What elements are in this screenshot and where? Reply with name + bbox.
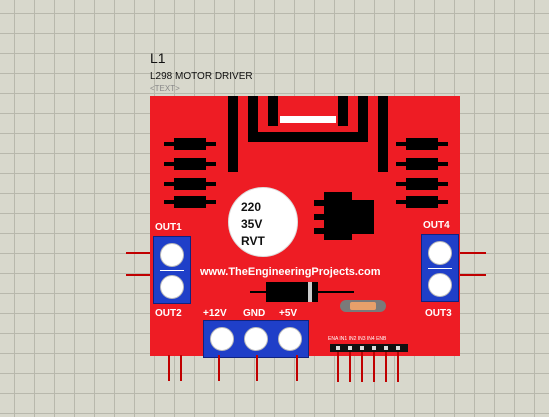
right-diodes-icon — [396, 138, 448, 208]
website-text: www.TheEngineeringProjects.com — [200, 266, 381, 278]
pin-enb[interactable] — [397, 352, 399, 382]
pin-ena[interactable] — [337, 352, 339, 382]
terminal-divider — [160, 270, 184, 271]
pin-out1-wire[interactable] — [126, 252, 152, 254]
pin-v12-wire[interactable] — [218, 355, 220, 381]
pin-in3[interactable] — [373, 352, 375, 382]
heatsink-icon — [228, 96, 388, 172]
out4-screw[interactable] — [428, 241, 452, 265]
out2-label: OUT2 — [155, 308, 182, 319]
v5-screw[interactable] — [278, 327, 302, 351]
power-terminal-block[interactable] — [203, 320, 309, 358]
l298-motor-driver-board[interactable] — [150, 96, 460, 356]
out1-out2-terminal-block[interactable] — [153, 236, 191, 304]
capacitor-line-1: 220 — [241, 200, 262, 214]
v12-screw[interactable] — [210, 327, 234, 351]
left-diodes-icon — [164, 138, 216, 208]
gnd-label: GND — [243, 308, 266, 319]
capacitor-line-3: RVT — [241, 234, 265, 248]
pin-left-wire-b[interactable] — [180, 355, 182, 381]
control-header-label: ENA IN1 IN2 IN3 IN4 ENB — [328, 336, 387, 342]
pin-out3-wire[interactable] — [458, 274, 486, 276]
component-value-label[interactable]: L298 MOTOR DRIVER — [150, 71, 253, 82]
component-text-placeholder[interactable]: <TEXT> — [150, 84, 180, 93]
pin-in2[interactable] — [361, 352, 363, 382]
terminal-divider — [428, 268, 452, 269]
capacitor-line-2: 35V — [241, 217, 263, 231]
capacitor: 220 35V RVT — [228, 187, 298, 257]
out2-screw[interactable] — [160, 275, 184, 299]
pin-in1[interactable] — [349, 352, 351, 382]
out3-label: OUT3 — [425, 308, 452, 319]
out1-label: OUT1 — [155, 222, 182, 233]
pin-v5-wire[interactable] — [296, 355, 298, 381]
v12-label: +12V — [203, 308, 227, 319]
voltage-regulator-icon — [314, 192, 374, 240]
gnd-screw[interactable] — [244, 327, 268, 351]
pin-out4-wire[interactable] — [458, 252, 486, 254]
out4-label: OUT4 — [423, 220, 450, 231]
pin-gnd-wire[interactable] — [256, 355, 258, 381]
out1-screw[interactable] — [160, 243, 184, 267]
component-reference-label[interactable]: L1 — [150, 50, 166, 66]
pin-left-wire-a[interactable] — [168, 355, 170, 381]
pin-in4[interactable] — [385, 352, 387, 382]
control-header[interactable] — [330, 344, 408, 352]
out3-screw[interactable] — [428, 273, 452, 297]
resistor-icon — [340, 300, 386, 312]
rectifier-diode-icon — [250, 282, 354, 302]
pin-out2-wire[interactable] — [126, 274, 152, 276]
out4-out3-terminal-block[interactable] — [421, 234, 459, 302]
v5-label: +5V — [279, 308, 298, 319]
